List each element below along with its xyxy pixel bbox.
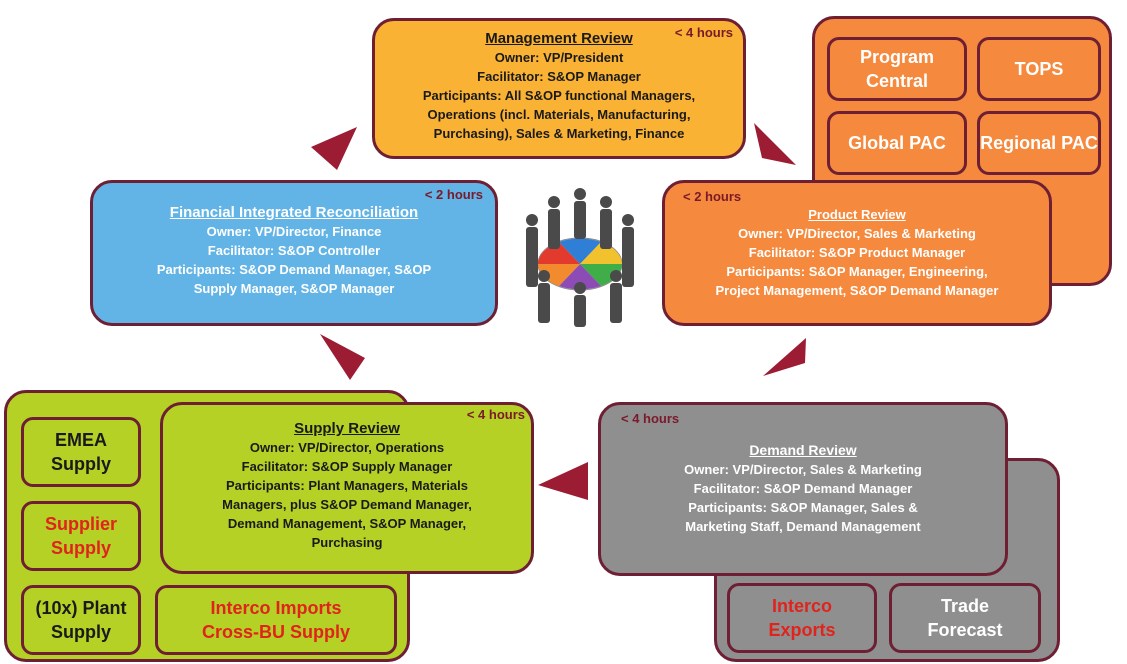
supply-review-owner: Owner: VP/Director, Operations: [249, 440, 445, 455]
demand-review-title: Demand Review: [749, 442, 857, 458]
cross-bu-supply-label: Cross-BU Supply: [201, 622, 351, 642]
demand-review-box: < 4 hours Demand Review Owner: VP/Direct…: [598, 402, 1008, 576]
management-review-time: < 4 hours: [674, 25, 733, 40]
management-review-text: Management Review Owner: VP/President Fa…: [375, 29, 743, 143]
arrow-demand-to-supply: [538, 462, 588, 500]
supply-review-box: < 4 hours Supply Review Owner: VP/Direct…: [160, 402, 534, 574]
arrow-supply-to-financial: [320, 334, 365, 380]
product-review-owner: Owner: VP/Director, Sales & Marketing: [738, 226, 976, 241]
arrow-financial-to-management: [311, 127, 357, 170]
global-pac-tile: Global PAC: [827, 111, 967, 175]
management-review-box: < 4 hours Management Review Owner: VP/Pr…: [372, 18, 746, 159]
management-review-title: Management Review: [485, 30, 633, 47]
plant-supply-tile: (10x) Plant Supply: [21, 585, 141, 655]
arrow-demand-to-product: [763, 338, 806, 376]
regional-pac-tile: Regional PAC: [977, 111, 1101, 175]
management-review-participants-1: Participants: All S&OP functional Manage…: [422, 88, 696, 103]
supplier-supply-tile: Supplier Supply: [21, 501, 141, 571]
demand-review-owner: Owner: VP/Director, Sales & Marketing: [684, 462, 922, 477]
financial-review-title: Financial Integrated Reconciliation: [169, 204, 419, 221]
financial-review-box: < 2 hours Financial Integrated Reconcili…: [90, 180, 498, 326]
product-review-title: Product Review: [808, 207, 906, 222]
financial-review-text: Financial Integrated Reconciliation Owne…: [93, 203, 495, 298]
financial-review-time: < 2 hours: [424, 187, 483, 202]
supply-review-time: < 4 hours: [466, 407, 525, 422]
financial-review-participants-2: Supply Manager, S&OP Manager: [193, 281, 395, 296]
supply-review-participants-1: Participants: Plant Managers, Materials: [225, 478, 469, 493]
demand-review-text: Demand Review Owner: VP/Director, Sales …: [601, 441, 1005, 536]
demand-review-participants-2: Marketing Staff, Demand Management: [685, 519, 921, 534]
supply-review-text: Supply Review Owner: VP/Director, Operat…: [163, 419, 531, 552]
team-circle-illustration: [526, 188, 634, 327]
financial-review-participants-1: Participants: S&OP Demand Manager, S&OP: [156, 262, 432, 277]
supply-review-facilitator: Facilitator: S&OP Supply Manager: [241, 459, 453, 474]
supply-review-participants-2: Managers, plus S&OP Demand Manager,: [222, 497, 472, 512]
product-review-time: < 2 hours: [683, 189, 742, 204]
product-review-text: Product Review Owner: VP/Director, Sales…: [665, 205, 1049, 300]
arrow-product-to-management: [754, 123, 796, 165]
supply-review-title: Supply Review: [294, 420, 400, 437]
management-review-participants-3: Purchasing), Sales & Marketing, Finance: [433, 126, 685, 141]
product-review-participants-1: Participants: S&OP Manager, Engineering,: [726, 264, 988, 279]
demand-review-time: < 4 hours: [621, 411, 680, 426]
demand-review-facilitator: Facilitator: S&OP Demand Manager: [693, 481, 913, 496]
management-review-facilitator: Facilitator: S&OP Manager: [477, 69, 641, 84]
demand-review-participants-1: Participants: S&OP Manager, Sales &: [688, 500, 918, 515]
interco-exports-tile: Interco Exports: [727, 583, 877, 653]
financial-review-owner: Owner: VP/Director, Finance: [206, 224, 382, 239]
product-review-participants-2: Project Management, S&OP Demand Manager: [715, 283, 999, 298]
trade-forecast-tile: Trade Forecast: [889, 583, 1041, 653]
management-review-participants-2: Operations (incl. Materials, Manufacturi…: [427, 107, 691, 122]
emea-supply-tile: EMEA Supply: [21, 417, 141, 487]
supply-review-participants-4: Purchasing: [311, 535, 383, 550]
interco-imports-label: Interco Imports: [210, 598, 342, 618]
tops-tile: TOPS: [977, 37, 1101, 101]
program-central-tile: Program Central: [827, 37, 967, 101]
product-review-facilitator: Facilitator: S&OP Product Manager: [748, 245, 966, 260]
supply-review-participants-3: Demand Management, S&OP Manager,: [227, 516, 467, 531]
financial-review-facilitator: Facilitator: S&OP Controller: [207, 243, 381, 258]
product-review-box: < 2 hours Product Review Owner: VP/Direc…: [662, 180, 1052, 326]
management-review-owner: Owner: VP/President: [494, 50, 624, 65]
interco-imports-tile: Interco Imports Cross-BU Supply: [155, 585, 397, 655]
